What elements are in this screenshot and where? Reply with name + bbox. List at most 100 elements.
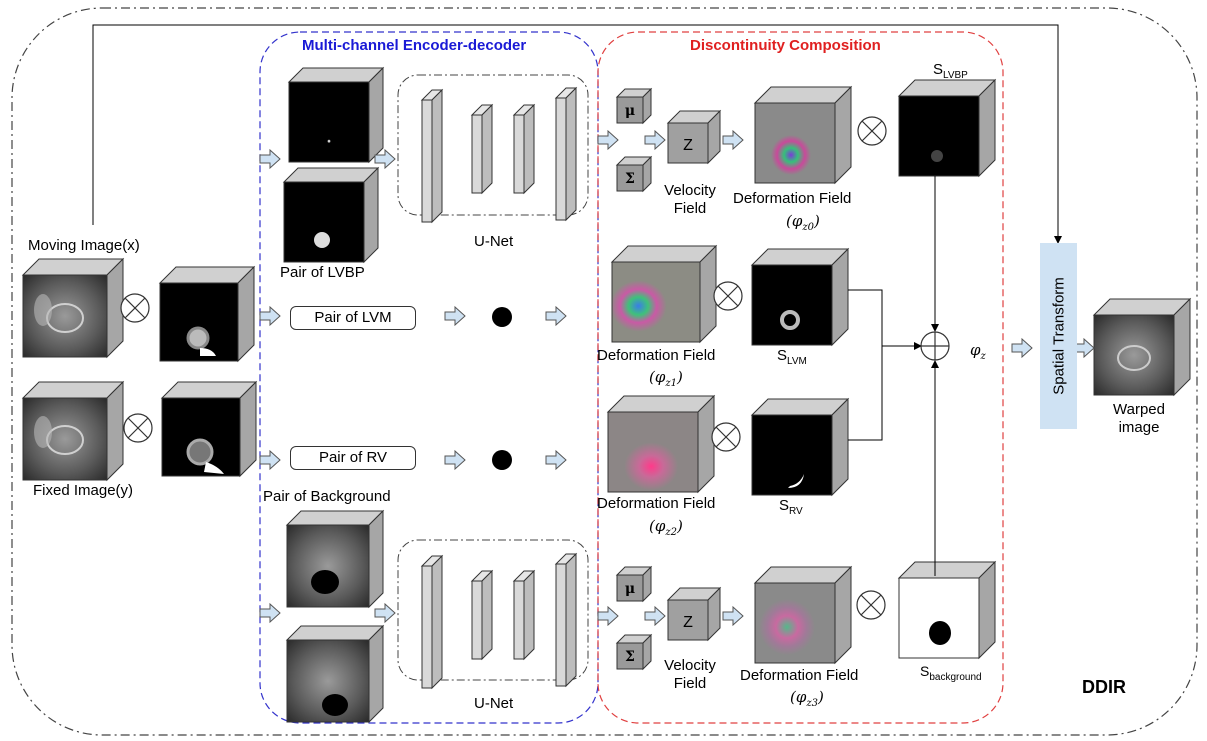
composition-title: Discontinuity Composition: [690, 37, 881, 54]
spatial-transform-label: Spatial Transform: [1050, 277, 1067, 395]
flow-arrow-4: [259, 602, 281, 624]
fixed-mask-rv: [204, 462, 224, 474]
background-pair-cube-2: [285, 624, 385, 724]
moving-mask-rv: [200, 348, 216, 356]
fixed-mask-lvm: [186, 438, 214, 466]
flow-arrow-17: [1073, 337, 1095, 359]
phi-z-label: φz: [970, 341, 986, 362]
unet-top-dec2: [554, 86, 578, 222]
deformation-field-z1: [610, 244, 718, 344]
flow-arrow-7: [444, 449, 466, 471]
flow-arrow-1: [374, 148, 396, 170]
deformation-field-z0: [753, 85, 853, 185]
sigma-cube-bottom-text: Σ: [625, 649, 635, 665]
mu-cube-bottom: [615, 565, 653, 603]
warped-detail: [1117, 345, 1151, 371]
phi-z1-label: (φz1): [649, 368, 683, 389]
fixed-image-label: Fixed Image(y): [33, 482, 134, 499]
z-cube-bottom: [666, 586, 722, 642]
flow-arrow-12: [722, 129, 744, 151]
sum-operator: [920, 331, 950, 361]
segment-background-cube: [897, 560, 997, 660]
composition-line-lvm-rv: [848, 289, 883, 441]
pair-background-label: Pair of Background: [263, 488, 391, 505]
lvm-latent-dot: [492, 307, 512, 327]
flow-arrow-6: [444, 305, 466, 327]
multiply-z0: [857, 116, 887, 146]
deformation-label-z1: Deformation Field: [597, 347, 716, 364]
mu-cube-top-text: μ: [625, 103, 635, 119]
multiply-z1: [713, 281, 743, 311]
segment-rv-label: SRV: [779, 497, 803, 517]
unet-label-bottom: U-Net: [474, 695, 514, 712]
flow-arrow-9: [545, 449, 567, 471]
pair-lvm-label: Pair of LVM: [290, 306, 416, 330]
sigma-cube-top-text: Σ: [625, 171, 635, 187]
deformation-label-z3: Deformation Field: [740, 667, 859, 684]
moving-mask-cube: [158, 265, 256, 363]
sum-arrowhead-top: [931, 324, 939, 332]
velocity-field-label-top: Velocity Field: [664, 182, 716, 217]
skip-connection-line: [92, 24, 1059, 238]
flow-arrow-10: [597, 129, 619, 151]
background-hole-2: [322, 694, 348, 716]
unet-box-top: [397, 74, 589, 216]
unet-top-enc2: [470, 103, 494, 195]
sum-arrowhead-bottom: [931, 360, 939, 368]
flow-arrow-3: [259, 449, 281, 471]
segment-rv-crescent: [788, 474, 804, 488]
flow-arrow-14: [644, 605, 666, 627]
phi-z0-label: (φz0): [786, 212, 820, 233]
unet-bottom-dec2: [554, 552, 578, 688]
multiply-moving-mask: [120, 293, 150, 323]
sigma-cube-top: [615, 155, 653, 193]
segment-rv-cube: [750, 397, 850, 497]
deformation-field-z3: [753, 565, 853, 665]
segment-background-label: Sbackground: [920, 663, 982, 683]
velocity-field-label-bottom: Velocity Field: [664, 657, 716, 692]
z-cube-top: [666, 109, 722, 165]
composition-region: [597, 31, 1004, 724]
warped-image-cube: [1092, 297, 1192, 397]
background-hole-1: [311, 570, 339, 594]
flow-arrow-0: [259, 148, 281, 170]
multiply-z3: [856, 590, 886, 620]
moving-mask-lvm: [186, 326, 210, 350]
mri-texture-1: [34, 416, 52, 448]
multiply-z2: [711, 422, 741, 452]
lvbp-spot-2: [314, 232, 330, 248]
spatial-transform-label-wrap: Spatial Transform: [1040, 243, 1077, 429]
unet-bottom-enc2: [470, 569, 494, 661]
unet-top-enc1: [420, 88, 444, 224]
lvbp-spot-1: [324, 135, 334, 145]
flow-arrow-16: [1011, 337, 1033, 359]
unet-box-bottom: [397, 539, 589, 681]
segment-lvbp-spot: [931, 150, 943, 162]
deformation-label-z0: Deformation Field: [733, 190, 852, 207]
ddir-boundary: [11, 7, 1198, 736]
deformation-label-z2: Deformation Field: [597, 495, 716, 512]
pair-rv-label: Pair of RV: [290, 446, 416, 470]
segment-lvm-ring: [780, 310, 800, 330]
segment-lvbp-cube: [897, 78, 997, 178]
flow-arrow-15: [722, 605, 744, 627]
unet-bottom-enc1: [420, 554, 444, 690]
mu-cube-bottom-text: μ: [625, 581, 635, 597]
skip-arrowhead: [1054, 236, 1062, 244]
encoder-decoder-region: [259, 31, 599, 724]
z-cube-top-text: Z: [683, 137, 693, 154]
rv-latent-dot: [492, 450, 512, 470]
mu-cube-top: [615, 87, 653, 125]
phi-z3-label: (φz3): [790, 688, 824, 709]
background-pair-cube-1: [285, 509, 385, 609]
segment-background-hole: [929, 621, 951, 645]
mri-texture-0: [34, 294, 52, 326]
encoder-decoder-title: Multi-channel Encoder-decoder: [302, 37, 527, 54]
segment-lvm-cube: [750, 247, 850, 347]
lvbp-pair-cube-2: [282, 166, 380, 264]
pair-lvbp-label: Pair of LVBP: [280, 264, 365, 281]
sum-arrowhead-left: [914, 342, 922, 350]
phi-z2-label: (φz2): [649, 517, 683, 538]
unet-bottom-dec1: [512, 569, 536, 661]
